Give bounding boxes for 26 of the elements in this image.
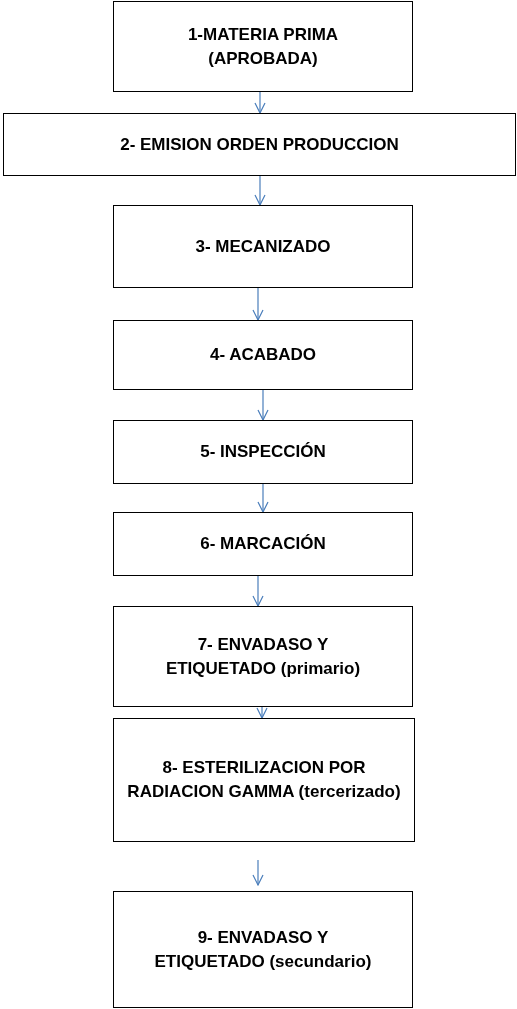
step-label: 3- MECANIZADO — [195, 235, 331, 258]
step-label: 4- ACABADO — [209, 344, 317, 367]
arrow — [257, 483, 269, 513]
step-label: 5- INSPECCIÓN — [200, 441, 326, 464]
process-box — [113, 718, 415, 842]
step-label: 1-MATERIA PRIMA (APROBADA) — [186, 23, 340, 70]
arrow — [257, 389, 269, 421]
process-box — [113, 205, 413, 288]
step-label: 2- EMISION ORDEN PRODUCCION — [120, 133, 399, 156]
arrow — [252, 287, 264, 321]
step-label: 8- ESTERILIZACION POR RADIACION GAMMA (tercerizado) — [126, 757, 402, 803]
process-box — [113, 320, 413, 390]
process-box — [3, 113, 516, 176]
step-label: 6- MARCACIÓN — [200, 533, 326, 556]
step-label: 9- ENVADASO Y ETIQUETADO (secundario) — [154, 926, 372, 973]
arrow — [254, 175, 266, 206]
arrow — [256, 706, 268, 719]
process-box — [113, 891, 413, 1008]
step-label: 7- ENVADASO Y ETIQUETADO (primario) — [164, 633, 362, 680]
arrow — [252, 859, 264, 886]
process-box — [113, 1, 413, 92]
arrow — [252, 575, 264, 607]
process-box — [113, 512, 413, 576]
arrow — [254, 91, 266, 114]
process-box — [113, 606, 413, 707]
process-box — [113, 420, 413, 484]
